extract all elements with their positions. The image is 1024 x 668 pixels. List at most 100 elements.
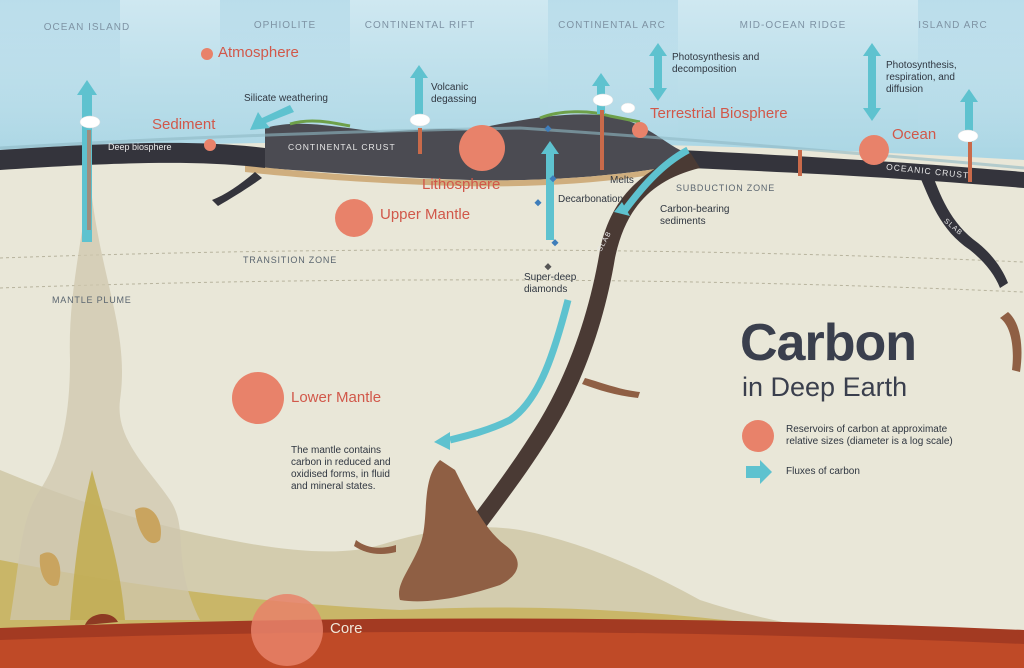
biosphere-reservoir: [632, 122, 648, 138]
volcano-plume: [409, 113, 431, 127]
mantle-note: The mantle contains carbon in reduced an…: [291, 445, 391, 492]
plume-blob: [135, 507, 161, 544]
setting-ophiolite: OPHIOLITE: [253, 20, 317, 31]
sediment-reservoir: [204, 139, 216, 151]
flux-arrow: [863, 108, 881, 121]
label-subduction-zone: SUBDUCTION ZONE: [676, 183, 776, 193]
core-reservoir: [251, 594, 323, 666]
label-sediment: Sediment: [152, 116, 216, 133]
atmosphere-reservoir: [201, 48, 213, 60]
magma-conduit: [418, 128, 422, 154]
setting-continental-arc: CONTINENTAL ARC: [558, 20, 666, 31]
volcano-plume: [592, 93, 614, 107]
flux-arrow: [868, 52, 876, 112]
vegetation: [289, 119, 351, 128]
oceanic-crust: [0, 142, 265, 170]
flux-arrow: [614, 202, 630, 216]
label-upper-mantle: Upper Mantle: [380, 206, 471, 223]
title-main: Carbon: [740, 314, 917, 372]
flux-arrow: [410, 65, 428, 78]
lithosphere-reservoir: [459, 125, 505, 171]
label-photosynthesis-decomposition: Photosynthesis and decomposition: [672, 52, 760, 75]
slab-plume: [399, 460, 518, 602]
mantle-plume: [10, 180, 200, 620]
carbon-marker: [549, 175, 557, 183]
label-transition-zone: TRANSITION ZONE: [243, 255, 338, 265]
flux-arrow: [250, 105, 294, 130]
ophiolite-slab: [212, 172, 262, 206]
setting-ocean-island: OCEAN ISLAND: [43, 22, 131, 33]
label-carbon-bearing-sediments: Carbon-bearing sediments: [660, 204, 730, 227]
magma-conduits: [87, 110, 972, 230]
carbon-markers: [534, 125, 559, 247]
flux-arrow: [965, 100, 973, 142]
label-continental-crust: CONTINENTAL CRUST: [288, 142, 396, 152]
carbon-marker: [551, 239, 559, 247]
transition-zone-line: [0, 249, 1024, 263]
legend-reservoirs-text: Reservoirs of carbon at approximate rela…: [786, 424, 953, 447]
label-terrestrial-biosphere: Terrestrial Biosphere: [650, 105, 788, 122]
crust-sediment: [245, 165, 680, 187]
reservoir-circles: [201, 48, 889, 666]
legend-fluxes-text: Fluxes of carbon: [786, 466, 860, 477]
label-mantle-plume: MANTLE PLUME: [52, 295, 132, 305]
setting-island-arc: ISLAND ARC: [918, 20, 988, 31]
oceanic-crust: [680, 150, 1024, 188]
magma-conduit: [87, 130, 91, 230]
label-lithosphere: Lithosphere: [422, 176, 501, 193]
setting-mid-ocean-ridge: MID-OCEAN RIDGE: [739, 20, 847, 31]
core-blob: [85, 614, 118, 625]
plume-core: [70, 470, 125, 620]
transition-zone-line: [0, 279, 1024, 293]
setting-continental-rift: CONTINENTAL RIFT: [364, 20, 476, 31]
title-sub: in Deep Earth: [742, 372, 908, 402]
label-core: Core: [330, 620, 363, 637]
flux-arrow: [434, 432, 450, 450]
magma-conduit: [600, 110, 604, 170]
setting-column: [0, 0, 120, 150]
island-arc-slab: [918, 168, 1008, 288]
plume-blob: [39, 552, 61, 586]
flux-arrow: [649, 43, 667, 56]
slab-fragment: [354, 540, 396, 554]
slab-fragment: [582, 378, 640, 398]
flux-arrow: [654, 52, 662, 92]
magma-conduit: [968, 142, 972, 182]
flux-arrow: [449, 299, 572, 444]
flux-arrow: [592, 73, 610, 86]
carbon-marker: [534, 199, 542, 207]
label-ocean: Ocean: [892, 126, 937, 143]
label-deep-biosphere: Deep biosphere: [108, 142, 172, 152]
vegetation: [539, 110, 641, 124]
flux-arrow: [863, 43, 881, 56]
label-lower-mantle: Lower Mantle: [291, 389, 382, 406]
flux-arrow: [622, 146, 690, 213]
magma-conduit: [798, 150, 802, 176]
label-decarbonation: Decarbonation: [558, 194, 624, 205]
volcano-plume: [620, 102, 636, 114]
slab-fragment: [1000, 312, 1022, 372]
label-silicate-weathering: Silicate weathering: [244, 93, 328, 104]
upper-mantle: [0, 142, 1024, 668]
upper-mantle-reservoir: [335, 199, 373, 237]
flux-arrow: [960, 89, 978, 102]
ocean-reservoir: [859, 135, 889, 165]
flux-arrow: [415, 76, 423, 118]
diamond-marker: [544, 263, 552, 271]
legend-reservoir-icon: [742, 420, 774, 452]
carbon-marker: [544, 125, 552, 133]
label-atmosphere: Atmosphere: [218, 44, 299, 61]
label-volcanic-degassing: Volcanic degassing: [431, 82, 477, 105]
flux-arrow: [546, 152, 554, 240]
label-photosynthesis-respiration-diffusion: Photosynthesis, respiration, and diffusi…: [886, 60, 957, 95]
label-melts: Melts: [610, 175, 634, 186]
flux-arrow: [541, 141, 559, 154]
flux-arrow: [649, 88, 667, 101]
legend-flux-icon: [746, 460, 772, 484]
lower-mantle-reservoir: [232, 372, 284, 424]
subducting-slab: [440, 152, 700, 568]
volcano-plume: [79, 115, 101, 129]
volcano-plume: [957, 129, 979, 143]
